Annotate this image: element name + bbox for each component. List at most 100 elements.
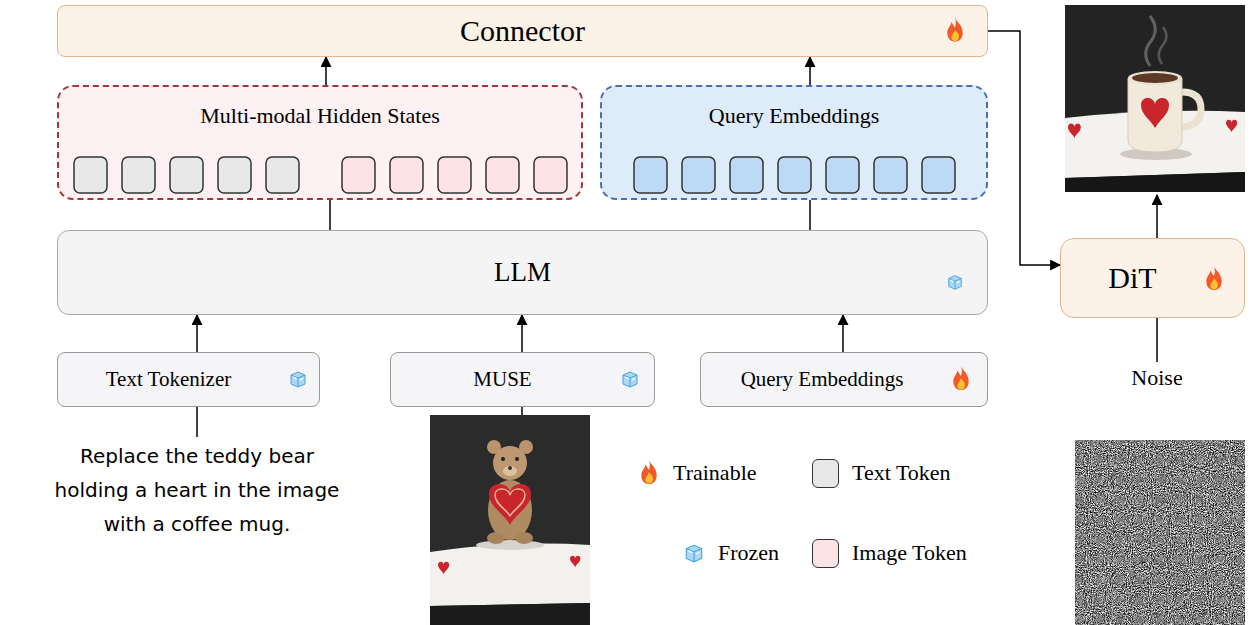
input-photo <box>430 544 590 606</box>
connector-arrow <box>842 315 844 352</box>
token-square <box>266 157 299 193</box>
token-square <box>342 157 375 193</box>
input-photo <box>508 466 512 470</box>
frozen-icon <box>620 369 640 389</box>
input-photo <box>515 457 519 461</box>
input-photo <box>488 480 532 540</box>
input-photo <box>430 603 590 625</box>
flame-shape <box>944 16 966 43</box>
legend-text: Frozen <box>718 539 779 567</box>
legend-text: Trainable <box>673 459 757 487</box>
connector-box: Connector <box>57 5 988 57</box>
ice-cube-shape <box>620 369 640 389</box>
flame-shape <box>1210 278 1217 290</box>
encoder-box: MUSE <box>390 352 655 407</box>
token-square <box>534 157 567 193</box>
token-square <box>74 157 107 193</box>
flame-shape <box>1203 264 1225 292</box>
legend-text: Text Token <box>852 459 951 487</box>
noise-label: Noise <box>1107 364 1207 392</box>
token-square <box>874 157 907 193</box>
token-square <box>486 157 519 193</box>
flame-shape <box>951 30 958 42</box>
llm-box: LLM <box>57 230 988 315</box>
leader-line <box>1156 318 1158 362</box>
ice-cube-shape <box>949 278 962 289</box>
input-photo <box>430 415 590 625</box>
output-photo <box>1132 73 1178 83</box>
ice-cube-shape <box>291 375 305 387</box>
trainable-icon <box>944 16 966 43</box>
input-photo <box>489 484 531 525</box>
input-photo <box>493 446 527 480</box>
node-text: Multi-modal Hidden States <box>200 103 440 128</box>
output-photo <box>1159 27 1167 64</box>
node-text: DiT <box>1108 261 1156 296</box>
noise-image <box>1075 440 1245 625</box>
node-text: Text Tokenizer <box>106 367 232 391</box>
input-photo <box>495 489 525 516</box>
flame-shape <box>1206 266 1221 290</box>
dit-box: DiT <box>1060 238 1245 318</box>
flame-shape <box>645 472 652 484</box>
flame-shape <box>957 378 964 390</box>
ice-cube-shape <box>291 372 305 387</box>
ice-cube-shape <box>946 273 964 291</box>
legend-text: Image Token <box>852 539 967 567</box>
trainable-icon <box>638 458 660 486</box>
token-square <box>682 157 715 193</box>
query-embeddings-group: Query Embeddings <box>600 85 988 200</box>
output-photo <box>1128 78 1182 152</box>
output-photo <box>1182 92 1201 127</box>
token-square <box>778 157 811 193</box>
frozen-icon <box>288 369 308 389</box>
input-photo <box>438 562 449 575</box>
output-photo <box>1128 71 1182 85</box>
ice-cube-shape <box>623 375 637 387</box>
node-text: Query Embeddings <box>741 367 904 391</box>
flame-shape <box>638 458 660 486</box>
output-photo <box>1226 120 1237 133</box>
token-square <box>922 157 955 193</box>
input-photo <box>476 540 544 550</box>
output-photo <box>1065 5 1245 192</box>
output-photo <box>1068 124 1081 139</box>
node-text: MUSE <box>473 367 531 391</box>
legend-swatch <box>812 539 839 568</box>
ice-cube-shape <box>686 545 701 562</box>
token-square <box>438 157 471 193</box>
instruction-text: Replace the teddy bear holding a heart i… <box>47 439 347 541</box>
token-square <box>122 157 155 193</box>
flame-shape <box>953 366 968 390</box>
connector-arrow <box>809 57 811 85</box>
ice-cube-shape <box>623 372 637 387</box>
output-photo <box>1146 16 1156 66</box>
token-square <box>390 157 423 193</box>
node-text: Query Embeddings <box>709 103 879 128</box>
flame-shape <box>950 364 972 392</box>
connector-arrow <box>325 57 327 85</box>
connector-arrow <box>329 200 331 230</box>
ice-cube-shape <box>625 377 635 380</box>
connector-arrow <box>521 315 523 352</box>
flame-shape <box>641 460 656 484</box>
input-photo <box>487 532 505 544</box>
leader-line <box>1156 195 1158 238</box>
output-photo <box>1141 98 1169 128</box>
legend-swatch <box>812 459 839 488</box>
input-photo <box>570 556 580 568</box>
token-square <box>634 157 667 193</box>
output-photo <box>1065 5 1245 192</box>
leader-line <box>521 407 523 415</box>
node-text: Connector <box>460 14 585 49</box>
input-photo <box>501 457 505 461</box>
token-square <box>170 157 203 193</box>
ice-cube-shape <box>949 276 962 290</box>
input-photo <box>515 532 533 544</box>
connector-arrow <box>809 200 811 230</box>
connector-arrow <box>196 315 198 352</box>
token-square <box>826 157 859 193</box>
tokenizer-box: Text Tokenizer <box>57 352 320 407</box>
node-text: LLM <box>494 257 551 288</box>
ice-cube-shape <box>288 369 308 389</box>
